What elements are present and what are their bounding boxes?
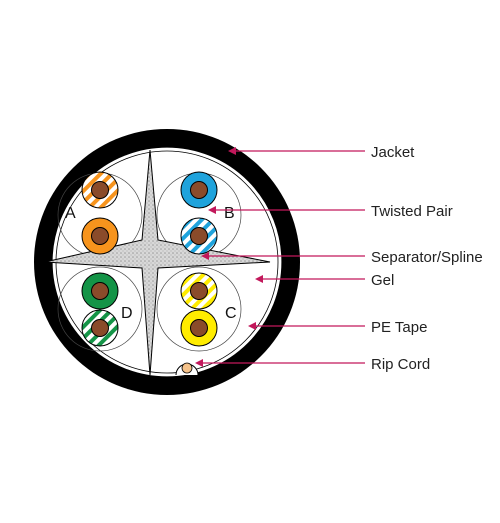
label-twisted-pair: Twisted Pair — [371, 203, 453, 220]
pair-outline-d — [57, 266, 143, 352]
pair-label-b: B — [224, 205, 235, 222]
copper-core — [190, 282, 208, 300]
leader-lines — [195, 147, 365, 367]
copper-core — [91, 227, 109, 245]
arrow-gel — [255, 275, 263, 283]
copper-core — [91, 181, 109, 199]
arrow-twisted-pair — [208, 206, 216, 214]
label-gel: Gel — [371, 272, 394, 289]
copper-core — [190, 319, 208, 337]
pair-label-d: D — [121, 305, 133, 322]
label-jacket: Jacket — [371, 144, 415, 161]
label-rip-cord: Rip Cord — [371, 356, 430, 373]
copper-core — [190, 181, 208, 199]
arrow-jacket — [228, 147, 236, 155]
label-pe-tape: PE Tape — [371, 319, 427, 336]
label-separator-spline: Separator/Spline — [371, 249, 483, 266]
arrow-separator — [201, 252, 209, 260]
copper-core — [190, 227, 208, 245]
arrow-rip-cord — [195, 359, 203, 367]
copper-core — [91, 282, 109, 300]
arrow-pe-tape — [248, 322, 256, 330]
pair-label-a: A — [65, 205, 76, 222]
rip-cord — [181, 362, 193, 374]
copper-core — [91, 319, 109, 337]
pair-outline-c — [156, 266, 242, 352]
pair-label-c: C — [225, 305, 237, 322]
